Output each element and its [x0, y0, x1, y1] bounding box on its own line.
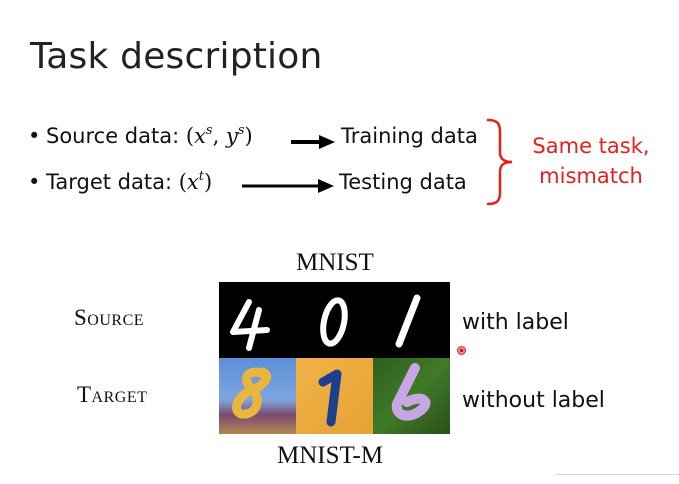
mnist-m-digit-8	[232, 367, 272, 419]
bullet-target-data: •Target data: (xt)	[28, 169, 213, 194]
mnist-m-caption: MNIST-M	[277, 442, 384, 469]
bullet-label: Source data:	[46, 124, 186, 148]
note-line-1: Same task,	[532, 134, 650, 158]
mnist-digit-4	[230, 299, 270, 351]
target-row-label: Target	[77, 382, 148, 407]
mnist-digit-1	[395, 294, 421, 348]
digit-samples-image	[219, 282, 450, 434]
arrow-right-icon	[291, 135, 335, 149]
target-math: (xt)	[178, 169, 213, 194]
mnist-m-digit-1	[318, 369, 342, 427]
without-label-text: without label	[462, 388, 605, 413]
training-data-label: Training data	[341, 124, 478, 148]
mnist-caption: MNIST	[296, 249, 374, 276]
note-line-2: mismatch	[539, 164, 643, 188]
mismatch-note: Same task, mismatch	[516, 131, 666, 191]
slide-title: Task description	[30, 36, 323, 77]
bullet-dot: •	[28, 124, 41, 148]
mnist-digit-0	[320, 297, 348, 347]
testing-data-label: Testing data	[339, 170, 467, 194]
pointer-dot-icon	[457, 346, 466, 355]
bullet-label: Target data:	[46, 170, 179, 194]
arrow-right-icon	[242, 179, 334, 193]
right-brace-icon	[486, 118, 513, 206]
mnist-m-digit-6	[391, 363, 431, 421]
source-row-label: Source	[74, 305, 145, 330]
bullet-dot: •	[28, 170, 41, 194]
with-label-text: with label	[462, 310, 569, 335]
bullet-source-data: •Source data: (xs, ys)	[28, 123, 253, 148]
source-math: (xs, ys)	[185, 123, 253, 148]
footer-divider	[555, 474, 679, 475]
